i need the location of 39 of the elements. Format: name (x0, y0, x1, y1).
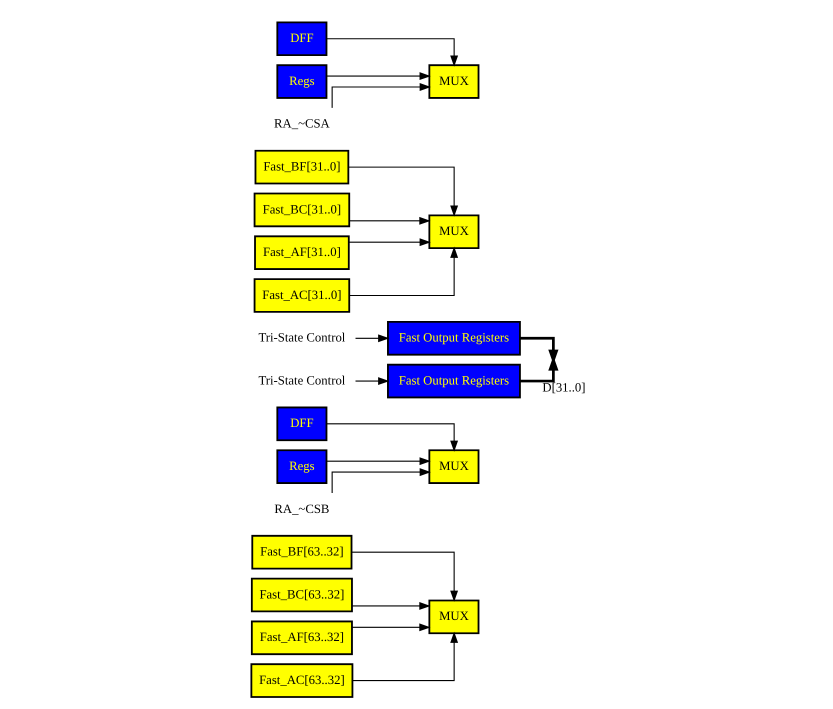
node-box: Fast_BF[31..0] (254, 150, 349, 184)
node-box: Regs (276, 449, 327, 484)
node-box: Fast_AF[31..0] (254, 235, 350, 270)
arrow (331, 83, 430, 108)
node-box: Fast_BC[63..32] (250, 578, 352, 612)
edge-label: D[31..0] (542, 380, 586, 394)
node-box: MUX (428, 64, 479, 99)
node-box: Fast_AC[63..32] (250, 663, 353, 698)
node-box: MUX (428, 600, 479, 634)
node-box: Regs (276, 64, 327, 99)
arrow (349, 216, 430, 225)
arrow (331, 468, 430, 493)
arrow (348, 238, 430, 246)
node-box: Fast_AF[63..32] (250, 620, 352, 656)
node-text: Tri-State Control (258, 373, 345, 388)
arrow (355, 334, 389, 342)
arrow (352, 602, 430, 610)
arrow (351, 552, 458, 602)
arrow (355, 377, 389, 386)
node-box: Fast_BF[63..32] (250, 534, 352, 570)
arrow (326, 457, 430, 466)
node-box: Fast_BC[31..0] (253, 192, 350, 228)
node-box: DFF (276, 21, 327, 56)
node-box: Fast_AC[31..0] (253, 278, 350, 313)
node-box: DFF (276, 406, 327, 442)
node-box: Fast Output Registers (386, 320, 520, 356)
arrow (348, 166, 458, 217)
arrow (326, 38, 458, 67)
node-text: RA_~CSA (274, 116, 330, 131)
node-box: Fast Output Registers (386, 364, 520, 398)
node-text: RA_~CSB (274, 502, 329, 516)
node-text: Tri-State Control (258, 330, 345, 345)
arrow (352, 623, 430, 632)
arrow (326, 72, 430, 80)
arrow (352, 632, 458, 682)
node-box: MUX (428, 449, 479, 484)
node-box: MUX (428, 214, 479, 250)
arrow (326, 423, 458, 452)
arrow (349, 246, 458, 296)
